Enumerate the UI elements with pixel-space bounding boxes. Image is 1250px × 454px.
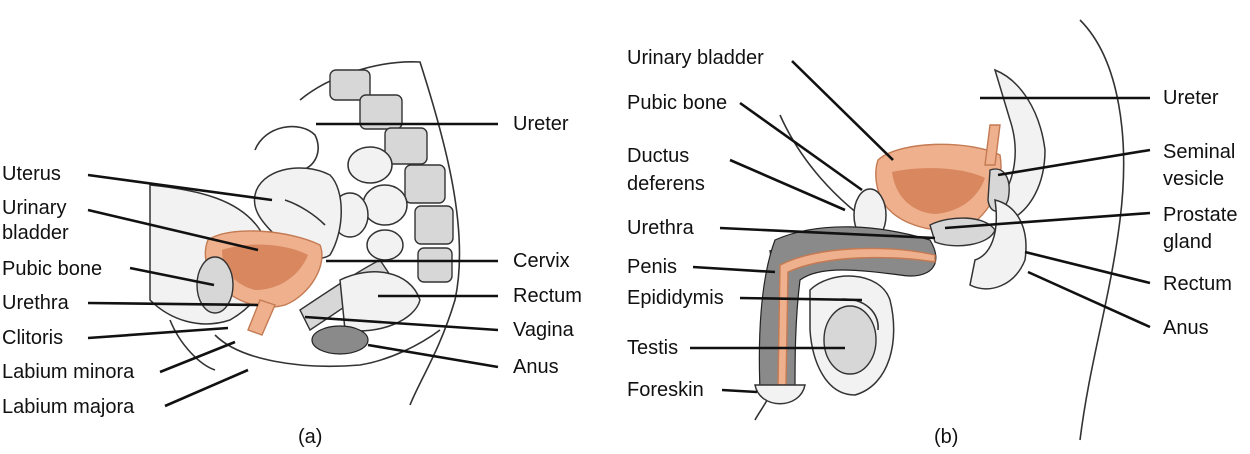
label-epididymis: Epididymis: [627, 287, 724, 309]
label-ureter-b: Ureter: [1163, 87, 1219, 109]
vertebrae: [329, 69, 454, 283]
label-clitoris: Clitoris: [2, 327, 64, 349]
label-ductus-deferens-line1: Ductus: [627, 145, 690, 167]
label-cervix: Cervix: [513, 250, 570, 272]
label-uterus: Uterus: [2, 163, 61, 185]
label-labium-majora: Labium majora: [2, 396, 135, 418]
testis-shape: [823, 305, 877, 375]
caption-a: (a): [298, 426, 323, 448]
label-ureter-a: Ureter: [513, 113, 569, 135]
female-anatomy-illustration: [149, 61, 461, 406]
label-urethra-b: Urethra: [627, 217, 694, 239]
penis-shape: [758, 226, 937, 391]
male-anatomy-illustration: [754, 19, 1125, 441]
label-prostate-gland-line1: Prostate: [1163, 204, 1238, 226]
leader-lines-a: [87, 122, 499, 408]
label-urethra-a: Urethra: [2, 292, 69, 314]
label-foreskin: Foreskin: [627, 379, 704, 401]
label-seminal-vesicle-line2: vesicle: [1163, 168, 1225, 190]
label-urinary-bladder-b: Urinary bladder: [627, 47, 764, 69]
label-penis: Penis: [627, 256, 678, 278]
label-pubic-bone-a: Pubic bone: [2, 258, 103, 280]
label-anus-b: Anus: [1163, 317, 1209, 339]
label-rectum-b: Rectum: [1163, 273, 1232, 295]
label-urinary-bladder-a-line1: Urinary: [2, 197, 67, 219]
pubic-bone-shape: [196, 256, 234, 314]
label-prostate-gland-line2: gland: [1163, 231, 1212, 253]
label-anus-a: Anus: [513, 356, 559, 378]
label-vagina: Vagina: [513, 319, 574, 341]
label-ductus-deferens-line2: deferens: [627, 173, 705, 195]
caption-b: (b): [934, 426, 959, 448]
label-pubic-bone-b: Pubic bone: [627, 92, 728, 114]
label-testis: Testis: [627, 337, 679, 359]
label-urinary-bladder-a-line2: bladder: [2, 222, 69, 244]
label-seminal-vesicle-line1: Seminal: [1163, 141, 1236, 163]
intestines: [254, 125, 408, 261]
label-rectum-a: Rectum: [513, 285, 582, 307]
leader-lines-b: [690, 60, 1151, 394]
label-labium-minora: Labium minora: [2, 361, 135, 383]
